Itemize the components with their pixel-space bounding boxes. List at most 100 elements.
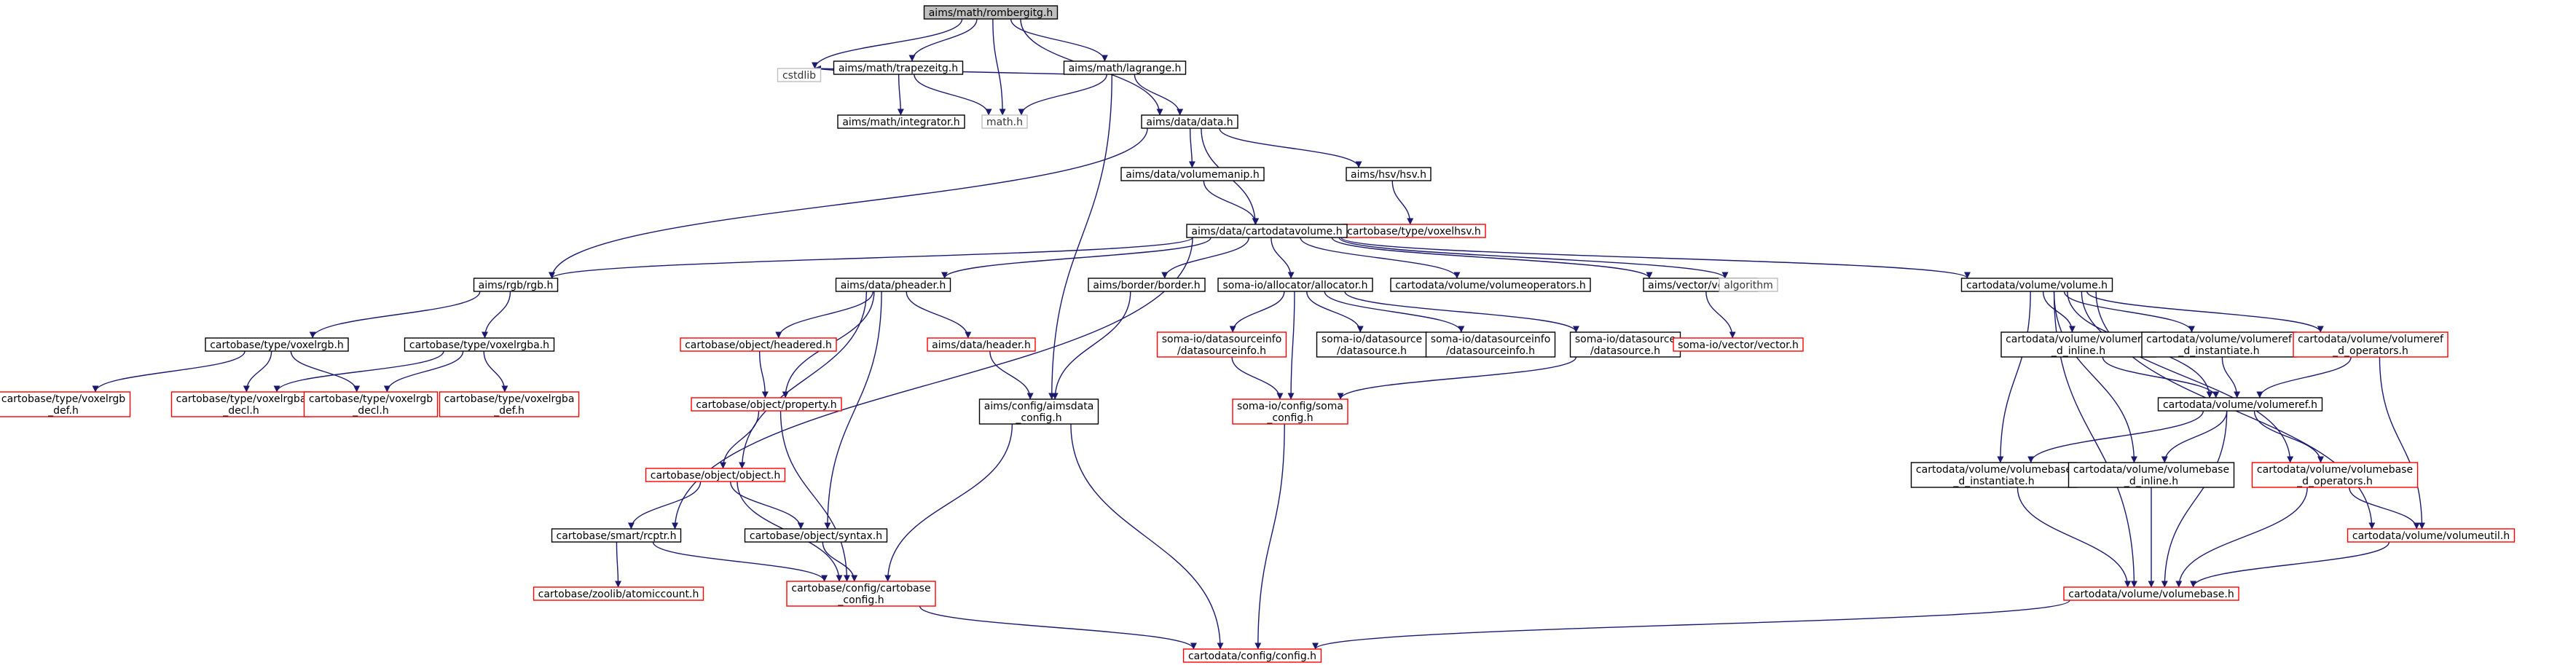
node-label-line: aims/config/aimsdata <box>984 401 1094 412</box>
node-label-line: _config.h <box>1015 412 1061 424</box>
node-aims-hsv-hsv-h[interactable]: aims/hsv/hsv.h <box>1346 167 1432 181</box>
node-cartodata-config-config-h[interactable]: cartodata/config/config.h <box>1182 648 1322 663</box>
node-cartodata-volume-volumebase-h[interactable]: cartodata/volume/volumebase.h <box>2063 586 2239 601</box>
node-aims-rgb-rgb-h[interactable]: aims/rgb/rgb.h <box>473 278 559 292</box>
node-cartodata-volume-volumeoperators-h[interactable]: cartodata/volume/volumeoperators.h <box>1390 278 1591 292</box>
node-cartobase-object-object-h[interactable]: cartobase/object/object.h <box>645 468 786 482</box>
node-aims-config-aimsdata-config-h[interactable]: aims/config/aimsdata_config.h <box>978 398 1099 425</box>
node-label: cartodata/volume/volumeref_d_instantiate… <box>2146 334 2293 357</box>
node-label-line: cartodata/volume/volumeref.h <box>2163 399 2317 411</box>
edge-n13-n27 <box>906 291 972 339</box>
node-label-line: cartobase/object/property.h <box>696 399 836 411</box>
node-cartodata-volume-volumeref-d-instantiate-h[interactable]: cartodata/volume/volumeref_d_instantiate… <box>2141 331 2297 358</box>
node-box <box>1088 278 1206 292</box>
node-aims-data-cartodatavolume-h[interactable]: aims/data/cartodatavolume.h <box>1186 224 1348 238</box>
node-label-line: cartobase/type/voxelrgba <box>444 393 575 405</box>
node-cartodata-volume-volumeutil-h[interactable]: cartodata/volume/volumeutil.h <box>2347 528 2516 543</box>
node-aims-math-integrator-h[interactable]: aims/math/integrator.h <box>837 114 965 129</box>
node-label-line: cartobase/type/voxelrgba <box>176 393 307 405</box>
node-label-line: soma-io/datasource <box>1322 334 1422 345</box>
node-cartobase-object-syntax-h[interactable]: cartobase/object/syntax.h <box>744 528 888 543</box>
node-label: cartodata/volume/volumeutil.h <box>2352 530 2510 542</box>
node-cartobase-type-voxelrgb-h[interactable]: cartobase/type/voxelrgb.h <box>205 337 349 352</box>
node-soma-io-datasource-datasource-h[interactable]: soma-io/datasource/datasource.h <box>1316 331 1428 358</box>
node-algorithm[interactable]: algorithm <box>1719 278 1778 292</box>
node-cstdlib[interactable]: cstdlib <box>777 68 822 82</box>
node-box <box>2251 462 2419 488</box>
node-box <box>205 337 349 352</box>
node-aims-math-trapezeitg-h[interactable]: aims/math/trapezeitg.h <box>833 60 964 75</box>
node-cartobase-type-voxelrgba-decl-h[interactable]: cartobase/type/voxelrgba_decl.h <box>170 391 312 417</box>
node-label-line: soma-io/allocator/allocator.h <box>1222 280 1367 291</box>
node-cartobase-type-voxelrgb-def-h[interactable]: cartobase/type/voxelrgb_def.h <box>0 391 131 417</box>
node-label-line: cartodata/volume/volumeref <box>2298 334 2444 345</box>
node-label: aims/data/volumemanip.h <box>1126 169 1259 181</box>
edge-n30-n33 <box>822 541 858 582</box>
node-cartodata-volume-volumebase-d-instantiate-h[interactable]: cartodata/volume/volumebase_d_instantiat… <box>1910 462 2078 488</box>
edge-n27-n34 <box>989 350 1034 400</box>
node-cartobase-config-cartobase-config-h[interactable]: cartobase/config/cartobase_config.h <box>786 581 936 607</box>
node-aims-data-pheader-h[interactable]: aims/data/pheader.h <box>835 278 951 292</box>
node-box <box>680 337 837 352</box>
node-soma-io-datasourceinfo-datasourceinfo-h[interactable]: soma-io/datasourceinfo/datasourceinfo.h <box>1156 331 1287 358</box>
node-box <box>837 114 965 129</box>
node-label: aims/hsv/hsv.h <box>1351 169 1426 181</box>
node-soma-io-datasourceinfo-datasourceinfo-h[interactable]: soma-io/datasourceinfo/datasourceinfo.h <box>1425 331 1556 358</box>
edge-n42-n45 <box>2102 356 2220 398</box>
node-cartobase-object-property-h[interactable]: cartobase/object/property.h <box>691 397 842 412</box>
node-label: cartobase/type/voxelrgba_def.h <box>444 393 575 417</box>
node-label-line: soma-io/datasourceinfo <box>1162 334 1282 345</box>
edge-n11-n14 <box>1161 237 1249 279</box>
node-label-line: _decl.h <box>352 405 388 417</box>
node-cartodata-volume-volumebase-d-operators-h[interactable]: cartodata/volume/volumebase_d_operators.… <box>2251 462 2419 488</box>
node-label: cartodata/volume/volumeref_d_operators.h <box>2298 334 2444 357</box>
node-cartobase-object-headered-h[interactable]: cartobase/object/headered.h <box>680 337 837 352</box>
node-label: aims/data/header.h <box>932 339 1031 351</box>
edge-n19-n48 <box>2081 291 2294 463</box>
node-soma-io-vector-vector-h[interactable]: soma-io/vector/vector.h <box>1673 337 1804 352</box>
edge-n45-n48 <box>2253 410 2324 463</box>
node-label-line: cartobase/type/voxelrgb.h <box>210 339 344 351</box>
node-soma-io-config-soma-config-h[interactable]: soma-io/config/soma_config.h <box>1232 398 1348 425</box>
node-cartobase-smart-rcptr-h[interactable]: cartobase/smart/rcptr.h <box>551 528 682 543</box>
node-label: aims/config/aimsdata_config.h <box>984 401 1094 424</box>
node-cartobase-type-voxelhsv-h[interactable]: cartobase/type/voxelhsv.h <box>1342 224 1486 238</box>
edge-n26-n28 <box>758 350 769 398</box>
edge-n31-n33 <box>652 541 828 582</box>
edge-n13-n29 <box>739 291 868 469</box>
edge-n11-n17 <box>1331 237 1653 279</box>
node-cartobase-type-voxelrgba-def-h[interactable]: cartobase/type/voxelrgba_def.h <box>439 391 580 417</box>
node-label: cartodata/volume/volumeref_d_inline.h <box>2006 334 2152 357</box>
edge-n1-n4 <box>812 18 963 69</box>
node-cartobase-zoolib-atomiccount-h[interactable]: cartobase/zoolib/atomiccount.h <box>533 586 704 601</box>
node-aims-data-volumemanip-h[interactable]: aims/data/volumemanip.h <box>1120 167 1265 181</box>
node-box <box>978 398 1099 425</box>
node-cartodata-volume-volume-h[interactable]: cartodata/volume/volume.h <box>1960 278 2113 292</box>
node-aims-data-data-h[interactable]: aims/data/data.h <box>1141 114 1238 129</box>
node-soma-io-allocator-allocator-h[interactable]: soma-io/allocator/allocator.h <box>1217 278 1373 292</box>
node-math-h[interactable]: math.h <box>981 114 1028 129</box>
node-aims-math-rombergitg-h[interactable]: aims/math/rombergitg.h <box>923 5 1059 20</box>
node-aims-border-border-h[interactable]: aims/border/border.h <box>1088 278 1206 292</box>
node-cartodata-volume-volumeref-d-inline-h[interactable]: cartodata/volume/volumeref_d_inline.h <box>2000 331 2156 358</box>
node-label-line: soma-io/config/soma <box>1237 401 1343 412</box>
node-aims-math-lagrange-h[interactable]: aims/math/lagrange.h <box>1063 60 1187 75</box>
node-cartodata-volume-volumeref-h[interactable]: cartodata/volume/volumeref.h <box>2157 397 2323 412</box>
node-box <box>1141 114 1238 129</box>
node-box <box>2141 331 2297 358</box>
node-label-line: _decl.h <box>222 405 259 417</box>
edge-n11-n19 <box>1340 237 1971 279</box>
edge-n44-n45 <box>2256 356 2352 398</box>
node-label: aims/rgb/rgb.h <box>479 280 554 291</box>
node-cartobase-type-voxelrgba-h[interactable]: cartobase/type/voxelrgba.h <box>404 337 555 352</box>
node-box <box>1316 331 1428 358</box>
node-cartodata-volume-volumebase-d-inline-h[interactable]: cartodata/volume/volumebase_d_inline.h <box>2068 462 2235 488</box>
node-cartodata-volume-volumeref-d-operators-h[interactable]: cartodata/volume/volumeref_d_operators.h <box>2293 331 2449 358</box>
node-cartobase-type-voxelrgb-decl-h[interactable]: cartobase/type/voxelrgb_decl.h <box>303 391 439 417</box>
edge-n11-n16 <box>1300 237 1461 279</box>
node-aims-data-header-h[interactable]: aims/data/header.h <box>927 337 1036 352</box>
node-label: aims/math/rombergitg.h <box>929 7 1053 19</box>
node-label-line: _def.h <box>493 405 525 417</box>
node-box <box>1960 278 2113 292</box>
node-soma-io-datasource-datasource-h[interactable]: soma-io/datasource/datasource.h <box>1569 331 1681 358</box>
